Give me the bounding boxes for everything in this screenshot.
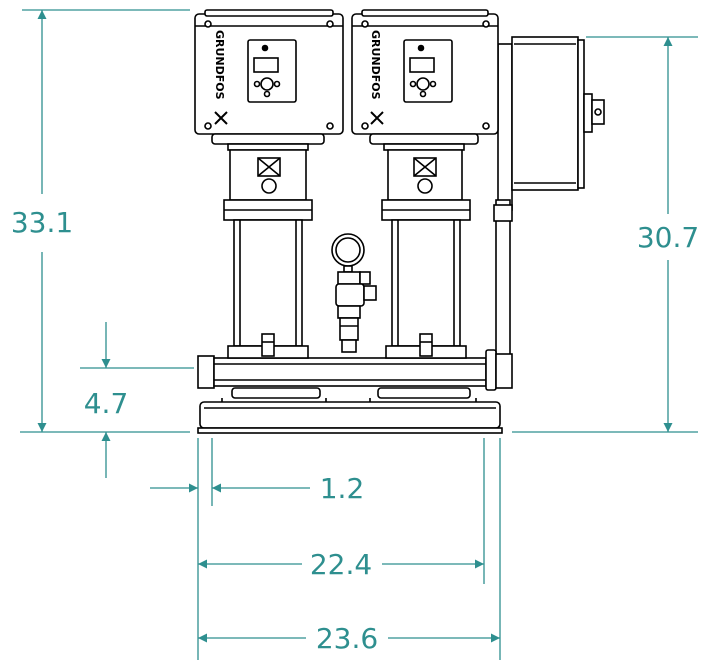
pressure-gauge — [331, 233, 377, 353]
brand-label: GRUNDFOS — [213, 30, 226, 100]
dimension-label-base-height: 4.7 — [84, 387, 129, 420]
control-cabinet — [497, 36, 605, 211]
pump-right: GRUNDFOS — [351, 9, 499, 359]
dimension-base-height — [80, 322, 194, 478]
dimension-label-overall-width: 23.6 — [316, 622, 378, 655]
dimension-label-edge-offset: 1.2 — [320, 472, 365, 505]
brand-label: GRUNDFOS — [369, 30, 382, 100]
dimensions: 33.1 30.7 4.7 1.2 — [11, 9, 699, 660]
pump-assembly: GRUNDFOS — [194, 9, 605, 434]
dimension-label-inner-width: 22.4 — [310, 548, 372, 581]
dimension-label-cabinet-height: 30.7 — [637, 221, 699, 254]
base-frame — [197, 387, 503, 434]
dimension-cabinet-height — [512, 36, 698, 433]
manifold — [197, 349, 513, 391]
pump-left: GRUNDFOS — [194, 9, 344, 359]
support-pipe — [495, 199, 511, 361]
dimension-label-overall-height: 33.1 — [11, 206, 73, 239]
